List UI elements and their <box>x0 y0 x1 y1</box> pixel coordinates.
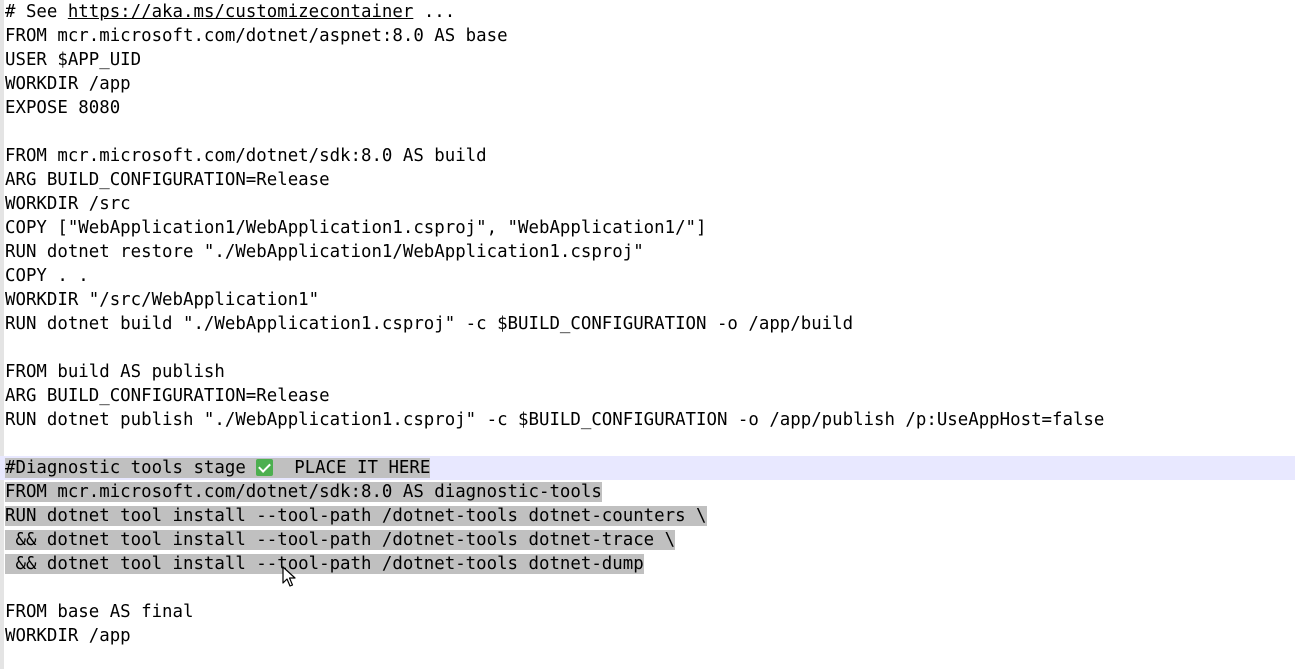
code-line[interactable] <box>0 120 1295 144</box>
line-text: RUN dotnet build "./WebApplication1.cspr… <box>5 314 853 334</box>
code-line[interactable]: WORKDIR /src <box>0 192 1295 216</box>
code-line[interactable]: WORKDIR /app <box>0 72 1295 96</box>
code-line[interactable]: FROM mcr.microsoft.com/dotnet/sdk:8.0 AS… <box>0 480 1295 504</box>
code-line[interactable]: FROM mcr.microsoft.com/dotnet/aspnet:8.0… <box>0 24 1295 48</box>
line-content: WORKDIR /app <box>5 626 131 646</box>
line-content: FROM mcr.microsoft.com/dotnet/sdk:8.0 AS… <box>5 146 487 166</box>
selected-line-text: RUN dotnet tool install --tool-path /dot… <box>5 506 707 526</box>
line-content: WORKDIR /app <box>5 74 131 94</box>
line-content: RUN dotnet publish "./WebApplication1.cs… <box>5 410 1105 430</box>
line-text: RUN dotnet publish "./WebApplication1.cs… <box>5 410 1104 430</box>
line-content: COPY ["WebApplication1/WebApplication1.c… <box>5 218 707 238</box>
code-line[interactable] <box>0 576 1295 600</box>
line-content: WORKDIR "/src/WebApplication1" <box>5 290 320 310</box>
code-line[interactable]: RUN dotnet publish "./WebApplication1.cs… <box>0 408 1295 432</box>
line-content: FROM mcr.microsoft.com/dotnet/sdk:8.0 AS… <box>5 482 602 502</box>
line-text: RUN dotnet restore "./WebApplication1/We… <box>5 242 644 262</box>
code-line[interactable]: FROM base AS final <box>0 600 1295 624</box>
line-content: && dotnet tool install --tool-path /dotn… <box>5 530 676 550</box>
selected-line-text: FROM mcr.microsoft.com/dotnet/sdk:8.0 AS… <box>5 482 602 502</box>
line-content: FROM build AS publish <box>5 362 225 382</box>
code-line[interactable]: && dotnet tool install --tool-path /dotn… <box>0 552 1295 576</box>
code-line[interactable]: COPY ["WebApplication1/WebApplication1.c… <box>0 216 1295 240</box>
line-prefix: # See <box>5 2 68 22</box>
selected-line-text: && dotnet tool install --tool-path /dotn… <box>5 554 644 574</box>
line-content: ARG BUILD_CONFIGURATION=Release <box>5 170 330 190</box>
line-content: RUN dotnet restore "./WebApplication1/We… <box>5 242 644 262</box>
code-line[interactable]: && dotnet tool install --tool-path /dotn… <box>0 528 1295 552</box>
selected-line-text: #Diagnostic tools stage PLACE IT HERE <box>5 458 431 478</box>
line-text: WORKDIR /src <box>5 194 131 214</box>
code-line[interactable]: RUN dotnet tool install --tool-path /dot… <box>0 504 1295 528</box>
code-line[interactable]: WORKDIR "/src/WebApplication1" <box>0 288 1295 312</box>
line-content: EXPOSE 8080 <box>5 98 121 118</box>
code-line[interactable]: ARG BUILD_CONFIGURATION=Release <box>0 384 1295 408</box>
code-line[interactable]: RUN dotnet restore "./WebApplication1/We… <box>0 240 1295 264</box>
code-line[interactable]: USER $APP_UID <box>0 48 1295 72</box>
line-text: FROM mcr.microsoft.com/dotnet/aspnet:8.0… <box>5 26 508 46</box>
line-prefix: #Diagnostic tools stage <box>5 458 257 478</box>
line-text: FROM base AS final <box>5 602 193 622</box>
line-content: USER $APP_UID <box>5 50 142 70</box>
code-line[interactable]: ARG BUILD_CONFIGURATION=Release <box>0 168 1295 192</box>
code-line[interactable] <box>0 336 1295 360</box>
line-text: WORKDIR /app <box>5 74 131 94</box>
code-line[interactable]: EXPOSE 8080 <box>0 96 1295 120</box>
line-text: # See https://aka.ms/customizecontainer … <box>5 2 455 22</box>
selected-line-text: && dotnet tool install --tool-path /dotn… <box>5 530 676 550</box>
code-line[interactable]: # See https://aka.ms/customizecontainer … <box>0 0 1295 24</box>
line-content: RUN dotnet build "./WebApplication1.cspr… <box>5 314 854 334</box>
line-text: COPY ["WebApplication1/WebApplication1.c… <box>5 218 707 238</box>
url-link[interactable]: https://aka.ms/customizecontainer <box>67 2 414 22</box>
code-line[interactable] <box>0 432 1295 456</box>
code-line[interactable]: #Diagnostic tools stage PLACE IT HERE <box>0 456 1295 480</box>
line-text: ARG BUILD_CONFIGURATION=Release <box>5 170 330 190</box>
line-text: WORKDIR /app <box>5 626 131 646</box>
line-text: FROM mcr.microsoft.com/dotnet/sdk:8.0 AS… <box>5 146 487 166</box>
editor-gutter <box>0 0 4 669</box>
code-line[interactable]: FROM mcr.microsoft.com/dotnet/sdk:8.0 AS… <box>0 144 1295 168</box>
line-text: EXPOSE 8080 <box>5 98 120 118</box>
check-mark-icon <box>256 459 274 476</box>
line-content: COPY . . <box>5 266 89 286</box>
mouse-cursor-icon <box>282 566 296 587</box>
line-content: FROM mcr.microsoft.com/dotnet/aspnet:8.0… <box>5 26 508 46</box>
line-text: USER $APP_UID <box>5 50 141 70</box>
code-line[interactable]: RUN dotnet build "./WebApplication1.cspr… <box>0 312 1295 336</box>
line-text: ARG BUILD_CONFIGURATION=Release <box>5 386 330 406</box>
line-text: FROM build AS publish <box>5 362 225 382</box>
code-line[interactable]: WORKDIR /app <box>0 624 1295 648</box>
line-content: ARG BUILD_CONFIGURATION=Release <box>5 386 330 406</box>
code-lines[interactable]: # See https://aka.ms/customizecontainer … <box>0 0 1295 648</box>
line-suffix: ... <box>413 2 456 22</box>
code-line[interactable]: COPY . . <box>0 264 1295 288</box>
line-text: WORKDIR "/src/WebApplication1" <box>5 290 319 310</box>
line-text: COPY . . <box>5 266 89 286</box>
line-content: WORKDIR /src <box>5 194 131 214</box>
line-content: RUN dotnet tool install --tool-path /dot… <box>5 506 707 526</box>
line-content: FROM base AS final <box>5 602 194 622</box>
line-content: && dotnet tool install --tool-path /dotn… <box>5 554 644 574</box>
line-suffix: PLACE IT HERE <box>273 458 431 478</box>
code-line[interactable]: FROM build AS publish <box>0 360 1295 384</box>
